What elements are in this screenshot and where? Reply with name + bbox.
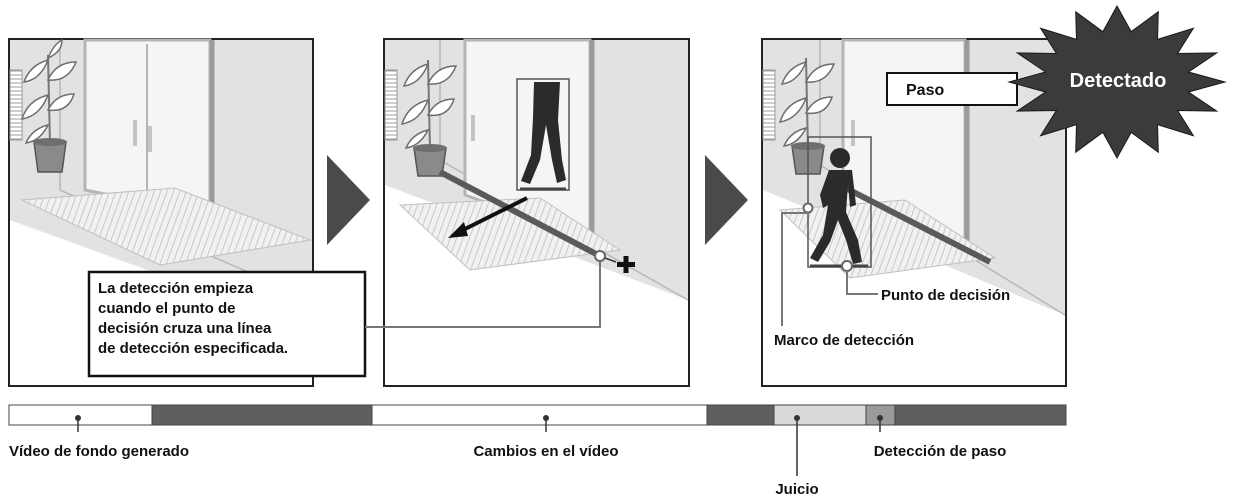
callout-connector [365, 261, 601, 328]
detected-label: Detectado [1070, 70, 1167, 92]
timeline-segment [8, 404, 153, 426]
step-arrow-1 [327, 155, 370, 245]
callout-line: cuando el punto de [98, 300, 236, 317]
timeline-segment [773, 404, 867, 426]
frame-marker [802, 202, 814, 214]
step-arrow-2 [705, 155, 748, 245]
timeline: Vídeo de fondo generado Cambios en el ví… [8, 404, 1067, 498]
callout-text: La detección empieza cuando el punto de … [98, 280, 288, 357]
walking-person [810, 148, 862, 264]
callout-line: de detección especificada. [98, 340, 288, 357]
timeline-segment [371, 404, 708, 426]
timeline-segment [706, 404, 775, 426]
detection-line [828, 177, 992, 265]
detection-frame-label: Marco de detección [774, 332, 914, 349]
timeline-label-detection: Detección de paso [874, 443, 1007, 460]
detected-burst: Detectado [1007, 4, 1227, 160]
callout-line: decisión cruza una línea [98, 320, 272, 337]
potted-plant [20, 38, 78, 173]
timeline-segment [894, 404, 1067, 426]
timeline-label-background: Vídeo de fondo generado [9, 443, 189, 460]
decision-point-label: Punto de decisión [881, 287, 1010, 304]
decision-point-connector [846, 271, 878, 295]
callout-line: La detección empieza [98, 280, 254, 297]
detection-frame-connector [781, 212, 808, 326]
scene-panel-1: La detección empieza cuando el punto de … [8, 38, 367, 387]
paso-label: Paso [906, 82, 944, 99]
walking-person-legs [521, 82, 566, 184]
timeline-segment [151, 404, 373, 426]
decision-point-marker [841, 260, 853, 272]
decision-point-marker [594, 250, 606, 262]
timeline-label-changes: Cambios en el vídeo [473, 443, 618, 460]
plus-icon [617, 256, 635, 273]
detection-line [438, 169, 602, 259]
movement-arrow [454, 196, 528, 236]
window-blinds [9, 69, 23, 141]
potted-plant [400, 59, 458, 177]
paso-box [886, 72, 1018, 106]
floor-mat [20, 187, 312, 266]
timeline-label-judgment: Juicio [775, 481, 818, 498]
scene-panel-2 [383, 38, 690, 387]
callout-box [87, 270, 367, 378]
scene-panel-3: Punto de decisión Marco de detección Pas… [761, 38, 1067, 387]
